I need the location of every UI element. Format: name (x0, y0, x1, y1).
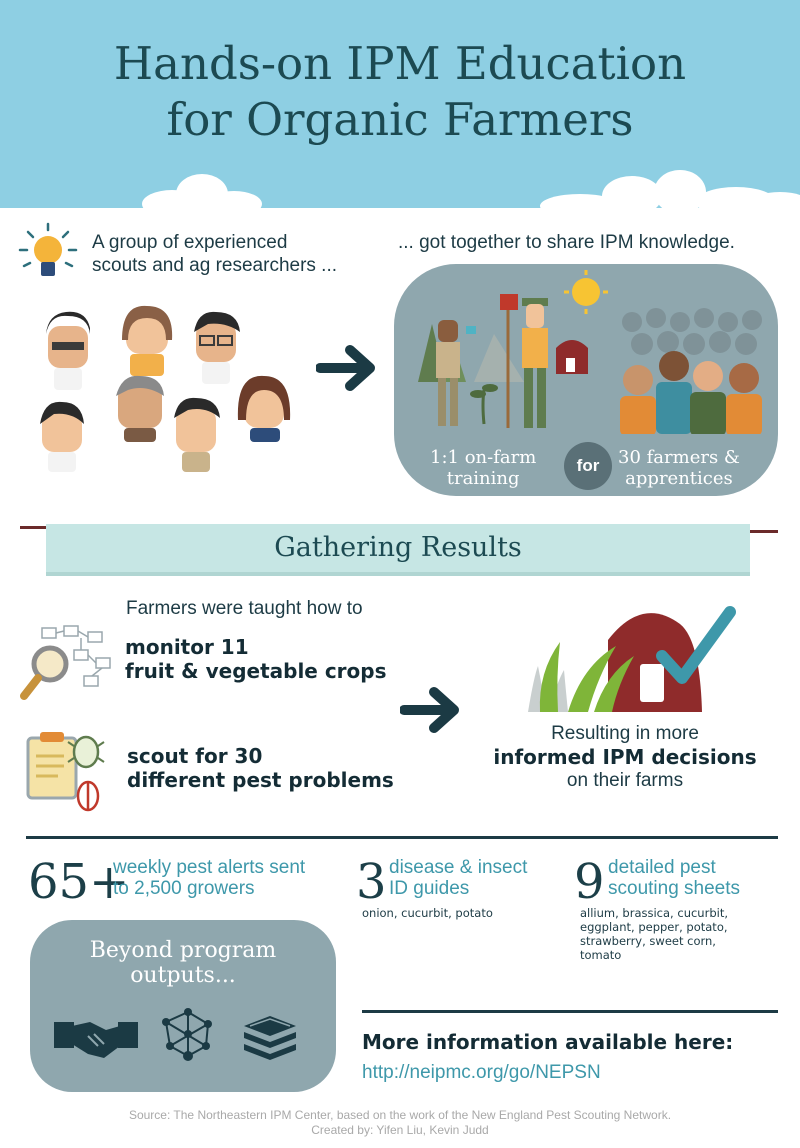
scouts-researchers-illustration (40, 305, 291, 472)
farmers-caption-line1: 30 farmers & (618, 447, 740, 468)
barn-icon (528, 606, 736, 712)
magnifier-icon (20, 625, 111, 700)
source-credit: Source: The Northeastern IPM Center, bas… (128, 1108, 672, 1122)
stat-sheets-number: 9 (574, 854, 605, 910)
training-caption: 1:1 on-farm training (430, 447, 536, 489)
scout-pests-line2: different pest problems (127, 768, 394, 792)
training-caption-line1: 1:1 on-farm (430, 447, 537, 468)
stat-sheets-label-line1: detailed pest (608, 857, 716, 878)
monitor-crops-line2: fruit & vegetable crops (125, 659, 387, 683)
intro-left-line1: A group of experienced (92, 232, 288, 253)
books-icon (244, 1016, 296, 1060)
creator-credit: Created by: Yifen Liu, Kevin Judd (311, 1123, 489, 1137)
outcome-line1: Resulting in more (551, 723, 699, 744)
lightbulb-icon (18, 222, 78, 276)
divider-rule (26, 836, 778, 839)
stat-sheets-label-line2: scouting sheets (608, 878, 741, 899)
farm-training-illustration (418, 270, 762, 434)
cloud-right-icon (540, 170, 800, 208)
stat-alerts-label-line2: to 2,500 growers (113, 878, 255, 899)
header: Hands-on IPM Education for Organic Farme… (0, 0, 800, 208)
scout-figure (46, 311, 90, 390)
banner-pin-right (738, 530, 778, 533)
farmers-caption-line2: apprentices (625, 468, 733, 489)
outcome-text: Resulting in more informed IPM decisions… (470, 722, 780, 792)
cloud-left-icon (142, 174, 262, 208)
stat-sheets-sub-line1: allium, brassica, cucurbit, (580, 906, 728, 920)
banner-pin-left (20, 526, 62, 529)
intro-left-line2: scouts and ag researchers ... (92, 255, 338, 276)
training-panel: 1:1 on-farm training for 30 farmers & ap… (394, 264, 778, 496)
stat-guides-label-line1: disease & insect (389, 857, 528, 878)
stat-alerts-label-line1: weekly pest alerts sent (113, 857, 306, 878)
stat-guides-label: disease & insect ID guides (389, 857, 527, 899)
taught-text: Farmers were taught how to (126, 598, 363, 619)
stat-sheets-sub-line2: eggplant, pepper, potato, (580, 920, 728, 934)
sun-icon (564, 270, 608, 314)
network-icon (162, 1008, 212, 1061)
stat-sheets-sub-line4: tomato (580, 948, 622, 962)
intro-left-text: A group of experienced scouts and ag res… (92, 231, 337, 277)
more-info-link[interactable]: http://neipmc.org/go/NEPSN (362, 1062, 601, 1083)
beyond-title-line1: Beyond program (89, 938, 277, 963)
section-title: Gathering Results (274, 532, 522, 563)
arrow-right-icon (316, 345, 375, 391)
beyond-title: Beyond program outputs... (30, 938, 336, 988)
page-title-line2: for Organic Farmers (166, 93, 634, 146)
farmers-caption: 30 farmers & apprentices (618, 447, 740, 489)
outcome-line3: on their farms (566, 770, 684, 791)
stat-guides-number: 3 (356, 854, 387, 910)
stat-sheets-label: detailed pest scouting sheets (608, 857, 740, 899)
stat-guides-label-line2: ID guides (389, 878, 470, 899)
stat-sheets-sub: allium, brassica, cucurbit, eggplant, pe… (580, 906, 728, 962)
beyond-title-line2: outputs... (130, 963, 236, 988)
intro-right-text: ... got together to share IPM knowledge. (398, 232, 735, 253)
scout-pests-line1: scout for 30 (127, 744, 263, 768)
clipboard-icon (26, 732, 105, 812)
more-info-rule (362, 1010, 778, 1013)
more-info-title: More information available here: (362, 1030, 734, 1054)
page-title-line1: Hands-on IPM Education (113, 37, 687, 90)
for-badge: for (564, 442, 612, 490)
beyond-outputs-panel: Beyond program outputs... (30, 920, 336, 1092)
beetle-icon (67, 735, 105, 769)
outcome-line2: informed IPM decisions (493, 745, 757, 769)
monitor-crops-line1: monitor 11 (125, 635, 249, 659)
training-caption-line2: training (446, 468, 520, 489)
monitor-crops-text: monitor 11 fruit & vegetable crops (125, 635, 387, 683)
stat-sheets-sub-line3: strawberry, sweet corn, (580, 934, 716, 948)
stat-alerts-label: weekly pest alerts sent to 2,500 growers (113, 857, 305, 899)
handshake-icon (54, 1022, 138, 1058)
stat-guides-sub: onion, cucurbit, potato (362, 906, 493, 920)
checkmark-icon (656, 606, 736, 684)
gathering-results-banner: Gathering Results (46, 524, 750, 576)
stat-alerts-number: 65+ (28, 854, 130, 910)
arrow-right-icon (400, 687, 459, 733)
scout-pests-text: scout for 30 different pest problems (127, 744, 394, 792)
